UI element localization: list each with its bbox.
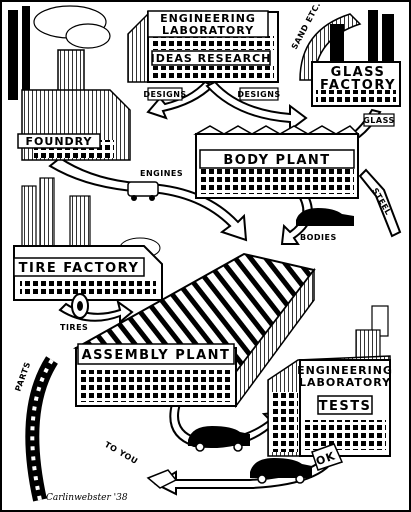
engines-label: ENGINES bbox=[140, 169, 183, 178]
designs-left-label: DESIGNS bbox=[143, 90, 186, 99]
water-tower bbox=[355, 329, 381, 361]
engines-group: ENGINES bbox=[127, 169, 183, 201]
engineering-bottom-line1: ENGINEERING bbox=[297, 364, 393, 377]
engineering-laboratory-top: ENGINEERING LABORATORY IDEAS RESEARCH bbox=[127, 10, 279, 83]
tire-factory: TIRE FACTORY TIRES bbox=[13, 177, 163, 332]
engineering-bottom-line2: LABORATORY bbox=[299, 376, 391, 389]
engineering-laboratory-tests: ENGINEERING LABORATORY TESTS bbox=[267, 305, 393, 457]
assembly-plant: ASSEMBLY PLANT bbox=[72, 252, 316, 409]
car-body-icon bbox=[296, 208, 354, 226]
ideas-research-label: IDEAS RESEARCH bbox=[151, 52, 272, 65]
tests-sign bbox=[317, 395, 373, 415]
foundry-label: FOUNDRY bbox=[26, 135, 93, 148]
car-icon-1 bbox=[188, 426, 250, 446]
car-icon-2 bbox=[250, 458, 312, 478]
tire-factory-sign bbox=[13, 257, 145, 277]
bodies-group: BODIES bbox=[296, 208, 354, 242]
arrow-engines bbox=[48, 156, 248, 242]
body-plant-sign bbox=[199, 149, 355, 169]
arrow-designs-right bbox=[205, 80, 308, 132]
engineering-top-sign bbox=[147, 10, 269, 38]
arrow-steel bbox=[358, 168, 402, 238]
artist-signature: Carlinwebster '38 bbox=[46, 493, 128, 503]
engineering-top-line1: ENGINEERING bbox=[160, 12, 256, 25]
assembly-plant-label: ASSEMBLY PLANT bbox=[82, 348, 231, 363]
body-plant: BODY PLANT bbox=[193, 125, 360, 199]
engine-cart bbox=[127, 181, 159, 197]
glass-label: GLASS bbox=[363, 116, 395, 125]
tests-label: TESTS bbox=[319, 399, 372, 414]
body-plant-label: BODY PLANT bbox=[223, 153, 330, 168]
engineering-top-line2: LABORATORY bbox=[162, 24, 254, 37]
foundry-sign bbox=[17, 133, 101, 149]
ok-label: OK bbox=[314, 449, 337, 468]
assembly-plant-sign bbox=[77, 343, 235, 365]
foundry: FOUNDRY bbox=[8, 5, 131, 161]
glass-factory-line2: FACTORY bbox=[320, 78, 396, 93]
bodies-label: BODIES bbox=[300, 233, 337, 242]
glass-factory-line1: GLASS bbox=[331, 65, 386, 80]
ideas-research-sign bbox=[151, 50, 271, 66]
pointing-hand-icon bbox=[146, 469, 178, 489]
tire-factory-label: TIRE FACTORY bbox=[19, 261, 140, 276]
designs-right-label: DESIGNS bbox=[237, 90, 280, 99]
test-cars bbox=[188, 426, 312, 484]
tires-label: TIRES bbox=[60, 323, 88, 332]
ok-tag: OK bbox=[311, 443, 344, 471]
designs-flow-group: DESIGNS DESIGNS bbox=[143, 87, 280, 101]
